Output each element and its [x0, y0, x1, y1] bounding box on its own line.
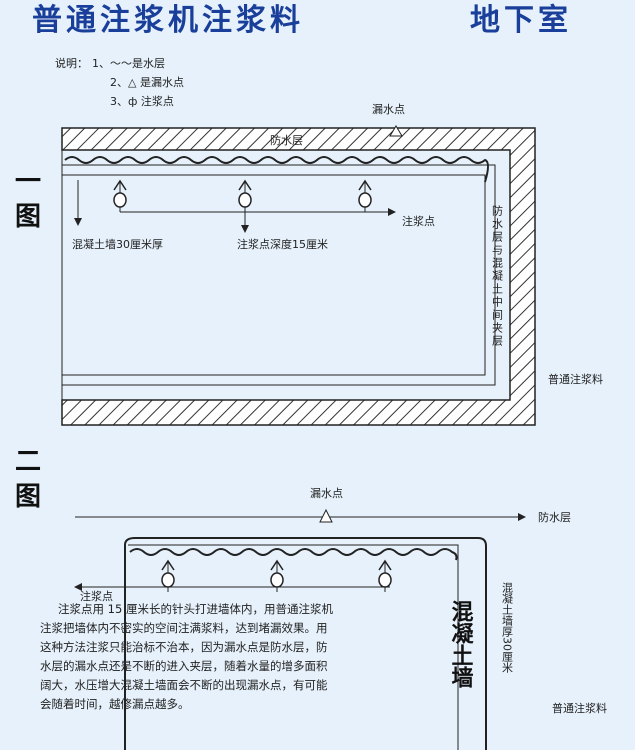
svg-text:阔大，水压增大混凝土墙面会不断的出现漏水点，有可能: 阔大，水压增大混凝土墙面会不断的出现漏水点，有可能 — [40, 678, 328, 692]
svg-text:说明：: 说明： — [55, 56, 88, 70]
legend: 说明： 1、～～是水层 2、△ 是漏水点 3、ф 注浆点 — [55, 56, 184, 108]
svg-text:2、△ 是漏水点: 2、△ 是漏水点 — [110, 76, 184, 89]
leak-point-icon — [389, 125, 403, 137]
wall-label: 混凝土墙30厘米厚 — [72, 237, 163, 251]
svg-text:水层的漏水点还是不断的进入夹层，随着水量的增多面积: 水层的漏水点还是不断的进入夹层，随着水量的增多面积 — [40, 659, 328, 673]
fig2-wall — [74, 537, 487, 750]
svg-text:1、～～是水层: 1、～～是水层 — [92, 57, 165, 70]
depth-label: 注浆点深度15厘米 — [237, 237, 328, 251]
material-label: 普通注浆料 — [548, 372, 603, 386]
fig1-wall — [61, 125, 536, 426]
wall-thickness-label: 混凝土墙厚30厘米 — [501, 582, 514, 674]
leak-point-label-2: 漏水点 — [310, 487, 343, 500]
fig1-label: 一 — [15, 167, 41, 197]
leak-point-icon — [319, 508, 333, 523]
material-label-2: 普通注浆料 — [552, 701, 607, 715]
svg-text:注浆把墙体内不密实的空间注满浆料，达到堵漏效果。用: 注浆把墙体内不密实的空间注满浆料，达到堵漏效果。用 — [40, 621, 328, 635]
waterproof-label-2: 防水层 — [538, 510, 571, 524]
injection-icon — [358, 180, 372, 213]
waterproof-label: 防水层 — [270, 133, 303, 147]
fig2-label: 二 — [15, 447, 41, 477]
grout-point-label-2: 注浆点 — [80, 589, 113, 603]
interlayer-label: 防水层与混凝土中间夹层 — [491, 204, 504, 348]
explanation-paragraph: 注浆点用 15 厘米长的针头打进墙体内，用普通注浆机 注浆把墙体内不密实的空间注… — [40, 602, 333, 711]
svg-text:这种方法注浆只能治标不治本，因为漏水点是防水层，防: 这种方法注浆只能治标不治本，因为漏水点是防水层，防 — [40, 640, 328, 654]
injection-icon — [113, 180, 127, 213]
water-layer-wave — [64, 156, 489, 183]
fig2-label-2: 图 — [15, 482, 41, 512]
subtitle: 地下室 — [470, 3, 572, 38]
svg-text:注浆点用 15 厘米长的针头打进墙体内，用普通注浆机: 注浆点用 15 厘米长的针头打进墙体内，用普通注浆机 — [58, 602, 333, 616]
grout-point-label: 注浆点 — [402, 214, 435, 228]
leak-point-label: 漏水点 — [372, 103, 405, 116]
svg-text:3、ф 注浆点: 3、ф 注浆点 — [110, 94, 174, 108]
concrete-wall-label: 混凝土墙 — [448, 600, 474, 688]
injection-icon — [238, 180, 252, 213]
fig1-label-2: 图 — [15, 202, 41, 232]
title: 普通注浆机注浆料 — [32, 3, 304, 38]
svg-text:会随着时间，越修漏点越多。: 会随着时间，越修漏点越多。 — [40, 697, 190, 711]
